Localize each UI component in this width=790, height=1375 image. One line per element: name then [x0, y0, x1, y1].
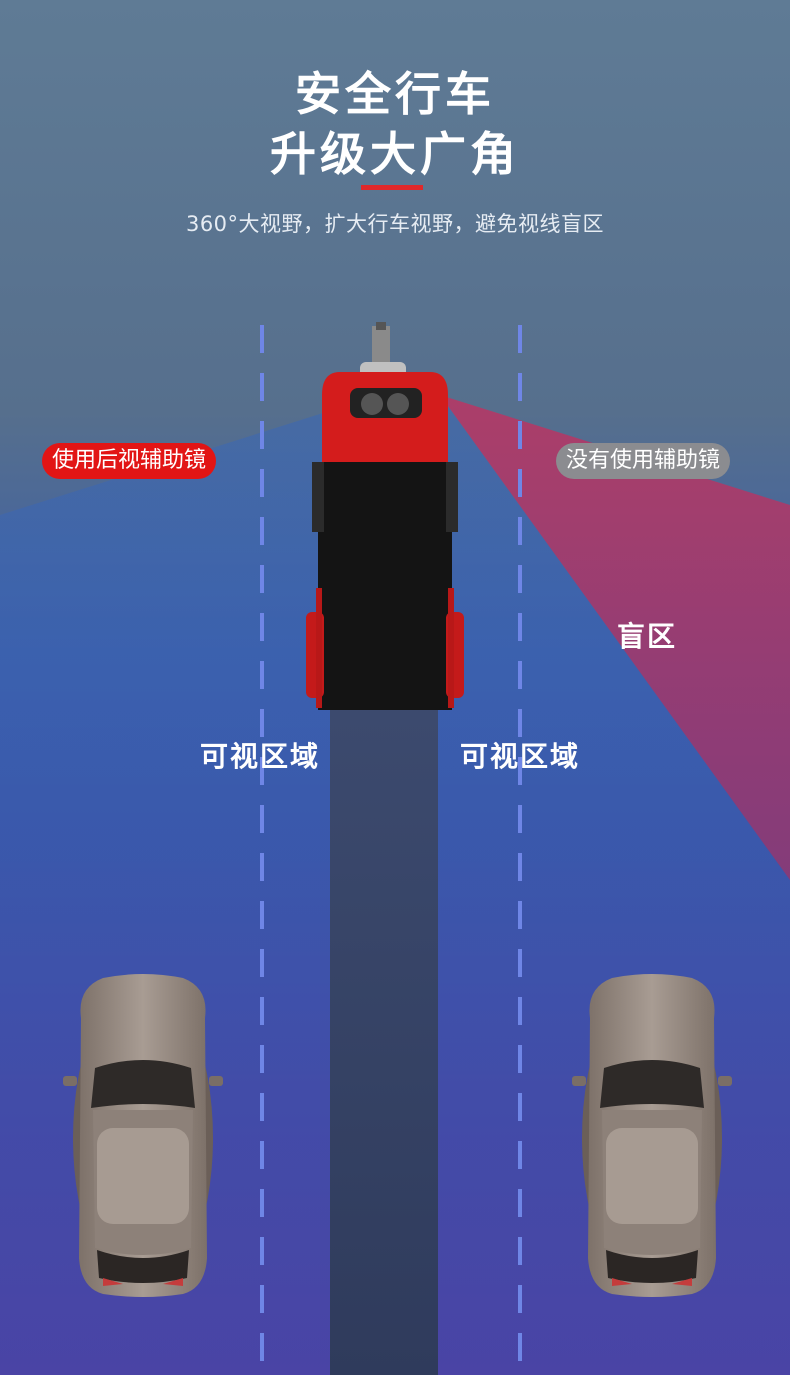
road-shadow — [330, 705, 438, 1375]
page-title-line2: 升级大广角 — [270, 127, 520, 181]
without-mirror-badge: 没有使用辅助镜 — [556, 443, 731, 479]
car-left — [63, 974, 223, 1297]
with-mirror-badge: 使用后视辅助镜 — [42, 443, 217, 479]
page-subtitle: 360°大视野，扩大行车视野，避免视线盲区 — [185, 212, 605, 236]
page-title-line1: 安全行车 — [295, 67, 495, 121]
title-divider — [361, 185, 423, 190]
visible-area-label-left: 可视区域 — [200, 740, 321, 773]
blind-spot-label: 盲区 — [617, 620, 678, 653]
truck — [306, 322, 464, 710]
car-right — [572, 974, 732, 1297]
visible-area-label-right: 可视区域 — [460, 740, 581, 773]
blind-zone — [440, 395, 790, 880]
